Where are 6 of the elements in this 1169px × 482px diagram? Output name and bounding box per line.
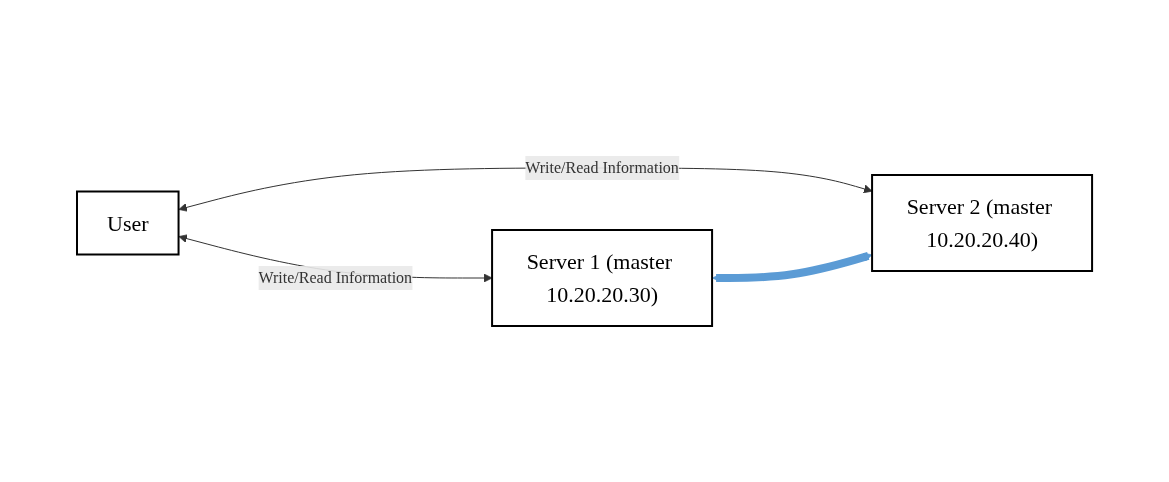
node-box: Server 2 (master 10.20.20.40)	[871, 174, 1094, 272]
node-box: User	[75, 190, 180, 256]
edge-label: Write/Read Information	[258, 269, 413, 286]
arrow	[712, 252, 873, 283]
edge-label: Write/Read Information	[525, 159, 679, 176]
node-box: Server 1 (master 10.20.20.30)	[491, 229, 714, 327]
